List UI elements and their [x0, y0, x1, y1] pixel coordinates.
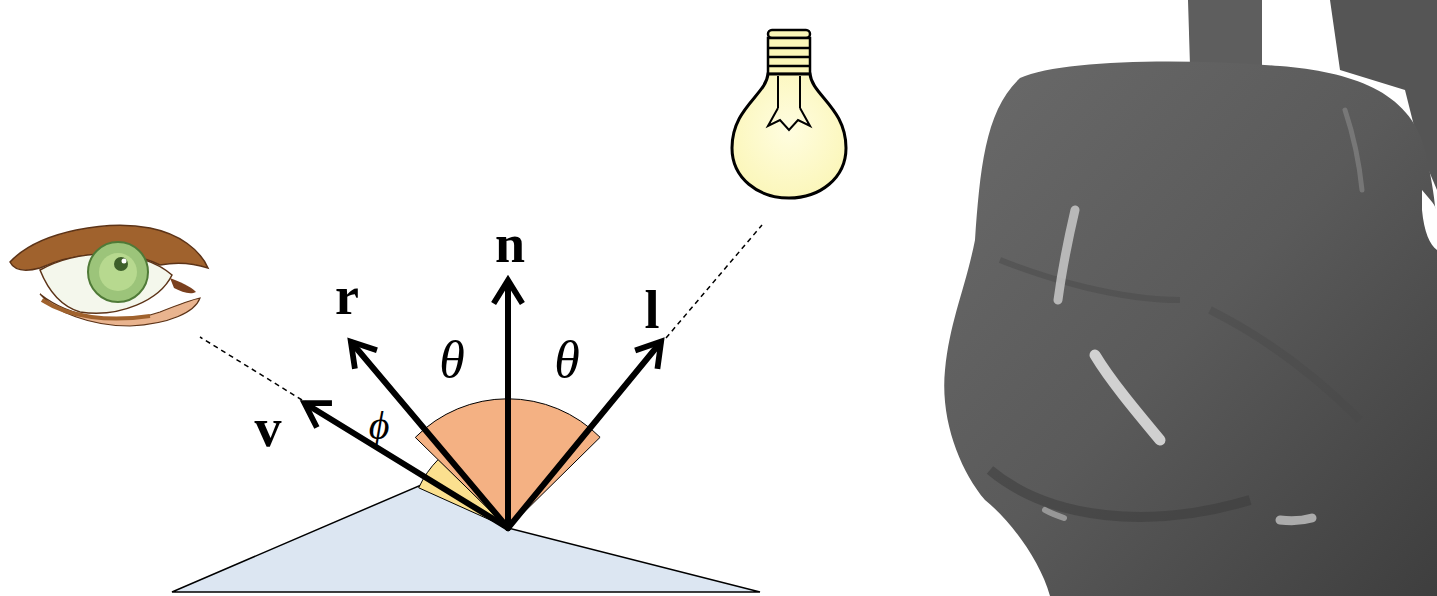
normal-label: n [495, 217, 525, 271]
light-label: l [644, 283, 659, 337]
view-vector [306, 404, 508, 528]
view-dash [200, 337, 302, 400]
bunny-render [944, 0, 1437, 596]
angle-label: ϕ [369, 406, 390, 446]
reflect-label: r [335, 269, 359, 323]
light-vector [508, 343, 660, 528]
angle-label: θ [554, 334, 580, 386]
view-label: v [255, 401, 282, 455]
reflect-vector [352, 343, 508, 528]
vectors [306, 282, 660, 528]
bulb-icon [732, 30, 846, 198]
eye-icon [10, 225, 208, 326]
normal-vector [505, 282, 511, 528]
angle-label: θ [439, 334, 465, 386]
light-dash [666, 225, 762, 338]
